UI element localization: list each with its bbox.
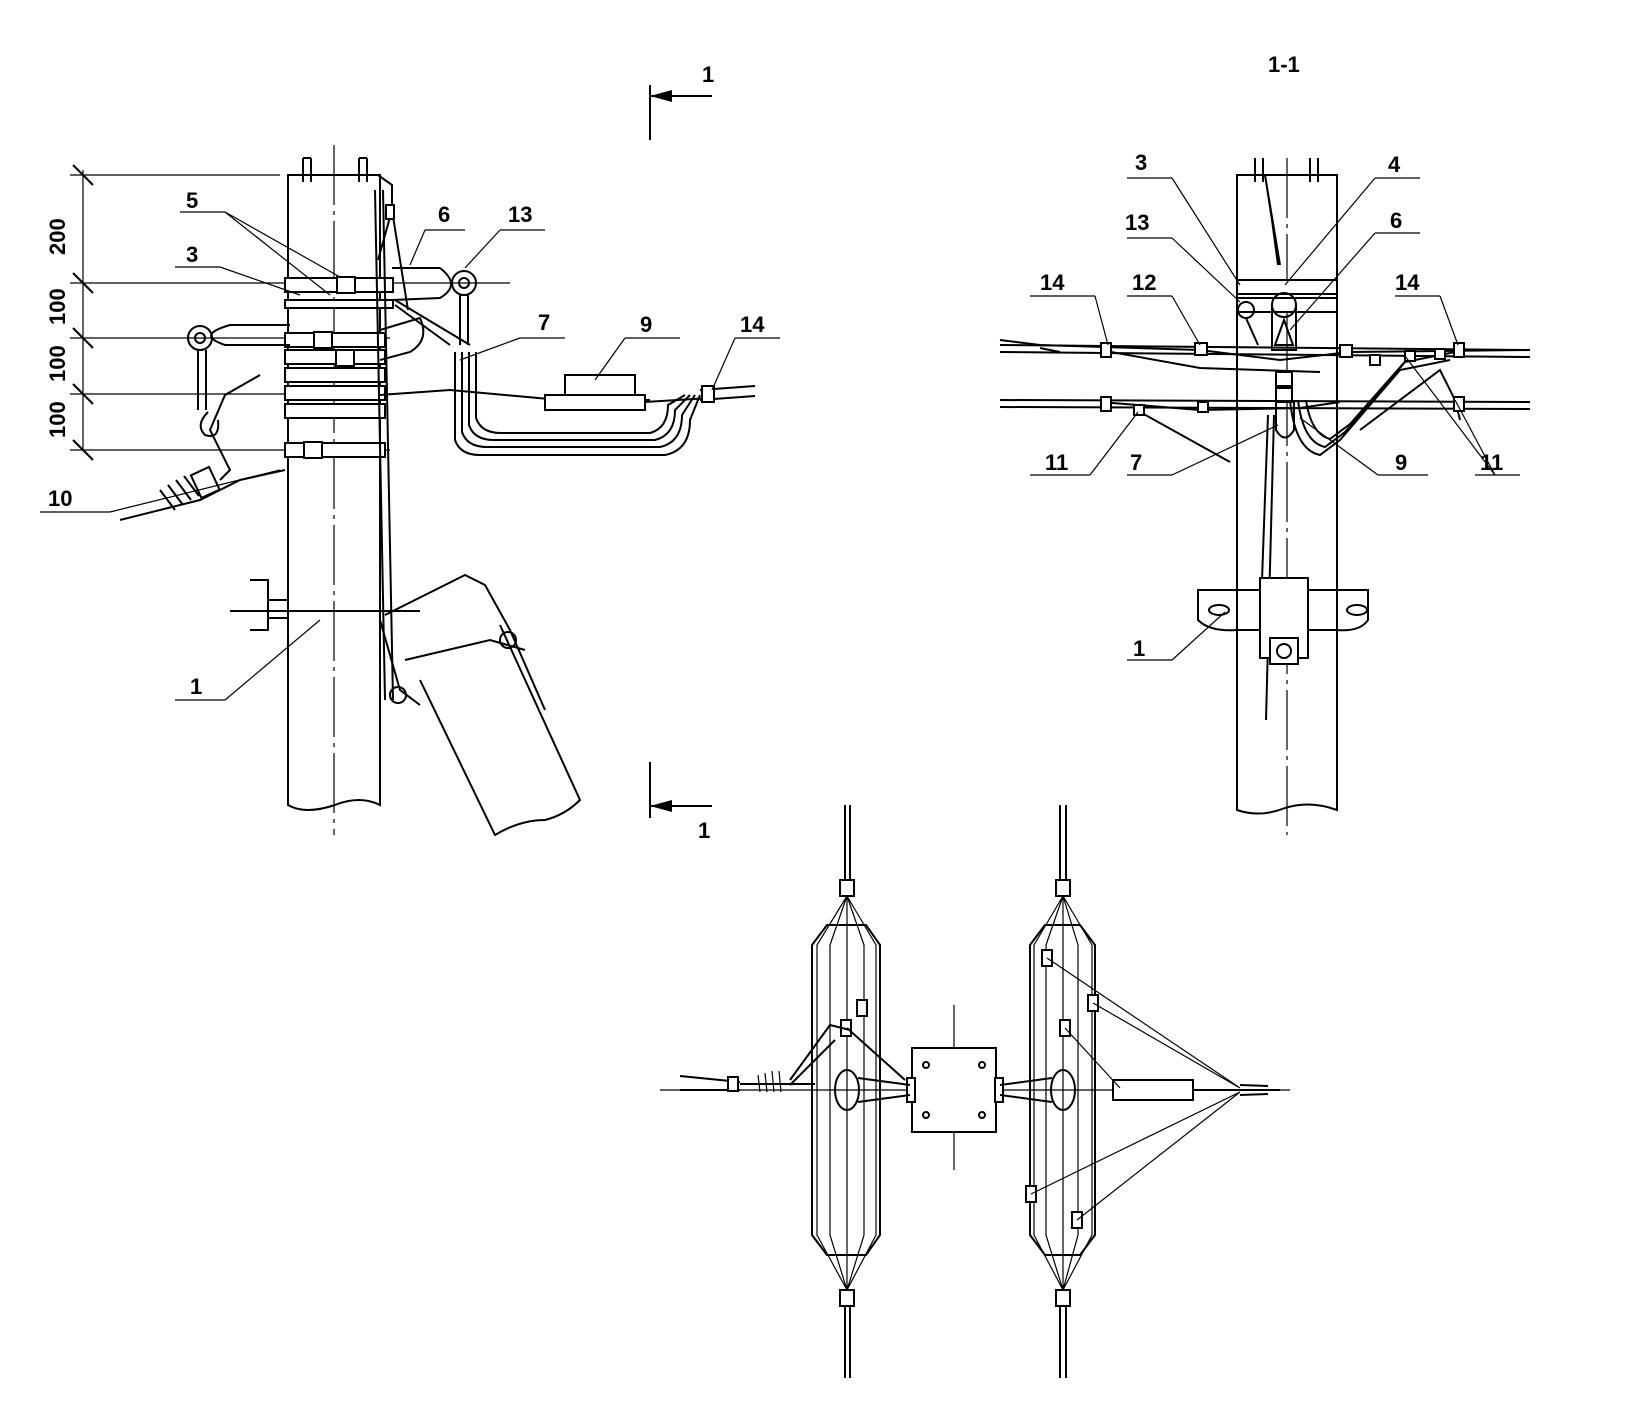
left-bundle [679, 805, 911, 1378]
right-callouts: 3 4 13 6 14 12 14 11 7 [1030, 150, 1520, 661]
label-3-left: 3 [186, 242, 198, 267]
dim-100-a: 100 [45, 288, 70, 325]
label-10: 10 [48, 486, 72, 511]
cut-mark-top: 1 [702, 62, 714, 87]
label-1-right: 1 [1133, 636, 1145, 661]
right-cables [999, 339, 1531, 463]
label-3-right: 3 [1135, 150, 1147, 175]
label-14-left: 14 [740, 312, 765, 337]
cable-bundle-left [454, 352, 756, 456]
dim-200: 200 [45, 218, 70, 255]
label-9-left: 9 [640, 312, 652, 337]
clamp-and-box [230, 189, 582, 837]
label-1-left: 1 [190, 674, 202, 699]
pole-right [1236, 158, 1338, 835]
label-13-left: 13 [508, 202, 532, 227]
pole-bands [284, 276, 394, 459]
pole-left [287, 145, 381, 835]
center-plate [906, 1047, 1004, 1133]
dimension-chain: 200 100 100 100 [45, 164, 510, 461]
cut-mark-bottom: 1 [698, 818, 710, 843]
right-hardware [1236, 279, 1338, 721]
label-9-right: 9 [1395, 450, 1407, 475]
dim-100-c: 100 [45, 401, 70, 438]
right-bundle [999, 805, 1280, 1378]
label-13-right: 13 [1125, 210, 1149, 235]
label-11-right-b: 11 [1480, 450, 1503, 475]
left-callouts: 5 3 6 13 7 9 14 10 1 [40, 188, 780, 701]
label-14-right-a: 14 [1040, 270, 1065, 295]
label-6-right: 6 [1390, 208, 1402, 233]
label-6-left: 6 [438, 202, 450, 227]
label-12: 12 [1132, 270, 1156, 295]
left-view: 200 100 100 100 [40, 62, 780, 843]
dim-100-b: 100 [45, 345, 70, 382]
right-view: 1-1 [999, 52, 1531, 835]
right-clamp [1197, 577, 1369, 665]
label-5: 5 [186, 188, 198, 213]
label-11-right-a: 11 [1045, 450, 1068, 475]
section-cut-marks: 1 1 [649, 62, 714, 843]
label-7-right: 7 [1130, 450, 1142, 475]
plan-view [660, 805, 1290, 1378]
section-title: 1-1 [1268, 52, 1300, 77]
label-4: 4 [1388, 152, 1401, 177]
label-7-left: 7 [538, 310, 550, 335]
label-14-right-b: 14 [1395, 270, 1420, 295]
